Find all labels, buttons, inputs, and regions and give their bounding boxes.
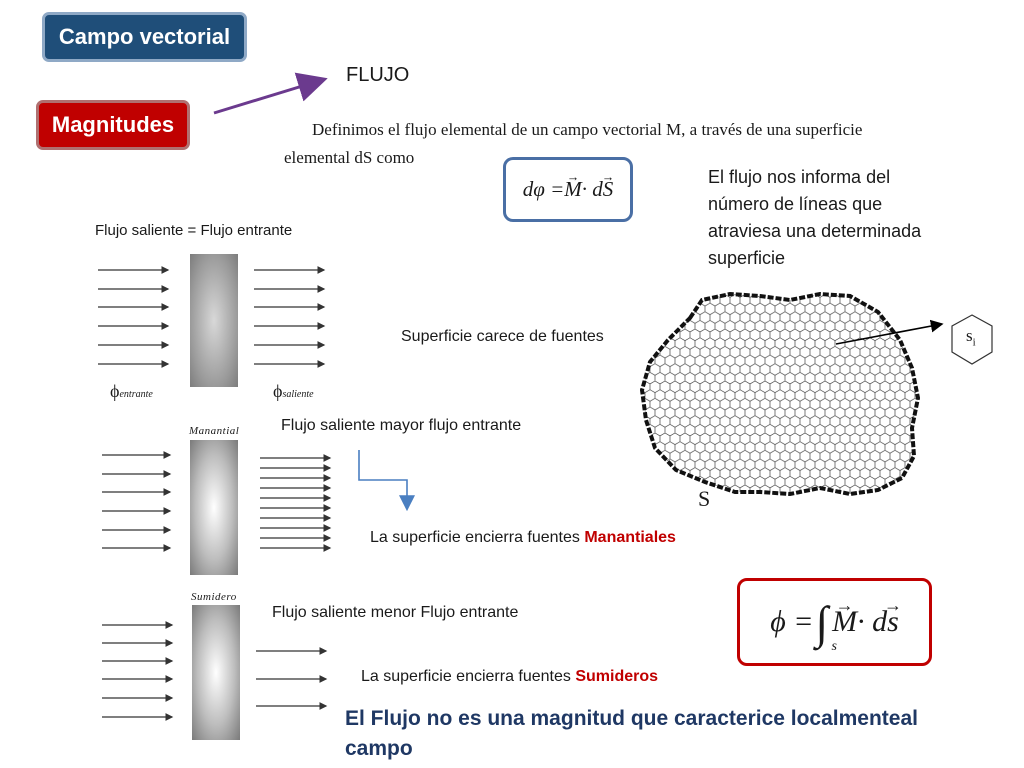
info-line: número de líneas que (708, 194, 883, 214)
phi-symbol: ϕ (273, 381, 283, 401)
integral-subscript: s (831, 638, 837, 654)
flux-element-formula: dφ = M · d S (503, 157, 633, 222)
definition-line-1: Definimos el flujo elemental de un campo… (312, 120, 863, 139)
flujo-title: FLUJO (346, 64, 410, 86)
integral-symbol: ∫ s (815, 596, 836, 654)
element-si-label: si (966, 326, 976, 350)
neutral-surface-slab (190, 254, 238, 387)
total-flux-formula: ϕ = ∫ s M · d s (737, 578, 932, 666)
sumideros-prefix: La superficie encierra fuentes (361, 668, 576, 685)
surface-blob (639, 291, 921, 497)
formula-small-m: M (564, 177, 582, 202)
manantial-caption: Manantial (189, 425, 240, 437)
formula-big-phi: ϕ = (770, 605, 814, 638)
integral-glyph: ∫ (815, 596, 829, 648)
info-line: superficie (708, 248, 786, 268)
manantiales-word: Manantiales (584, 529, 676, 546)
formula-small-dot: · d (581, 177, 603, 201)
sumidero-caption: Sumidero (191, 591, 237, 603)
surface-s-label: S (698, 486, 711, 511)
si-letter: s (966, 326, 973, 345)
formula-small-lhs: dφ = (522, 177, 565, 201)
label-sumideros: La superficie encierra fuentes Sumideros (361, 667, 658, 686)
formula-big-s: s (887, 605, 899, 639)
conclusion-text: El Flujo no es una magnitud que caracter… (345, 707, 918, 760)
saliente-subscript: saliente (282, 389, 314, 400)
phi-saliente-symbol: ϕsaliente (273, 381, 314, 403)
sink-surface-slab (192, 605, 240, 740)
campo-vectorial-label: Campo vectorial (58, 24, 231, 49)
label-manantiales: La superficie encierra fuentes Manantial… (370, 528, 676, 547)
formula-big-dot: · d (857, 605, 888, 638)
sumideros-word: Sumideros (575, 668, 659, 685)
magnitudes-badge: Magnitudes (36, 100, 190, 150)
campo-vectorial-badge: Campo vectorial (42, 12, 247, 62)
label-no-sources: Superficie carece de fuentes (401, 328, 604, 345)
formula-big-m: M (832, 605, 857, 639)
magnitudes-label: Magnitudes (51, 112, 175, 137)
phi-entrante-symbol: ϕentrante (110, 381, 153, 403)
phi-symbol: ϕ (110, 381, 120, 401)
definition-line-2: elemental dS como (284, 148, 415, 167)
label-greater-flux: Flujo saliente mayor flujo entrante (281, 417, 522, 434)
label-less-flux: Flujo saliente menor Flujo entrante (272, 604, 519, 621)
source-surface-slab (190, 440, 238, 575)
info-line: atraviesa una determinada (708, 221, 922, 241)
entrante-subscript: entrante (119, 389, 153, 400)
si-subscript: i (972, 336, 976, 349)
formula-small-s: S (603, 177, 614, 202)
info-line: El flujo nos informa del (708, 167, 891, 187)
info-paragraph: El flujo nos informa del número de línea… (708, 164, 921, 272)
label-equal-flux: Flujo saliente = Flujo entrante (95, 222, 293, 239)
manantiales-prefix: La superficie encierra fuentes (370, 529, 585, 546)
